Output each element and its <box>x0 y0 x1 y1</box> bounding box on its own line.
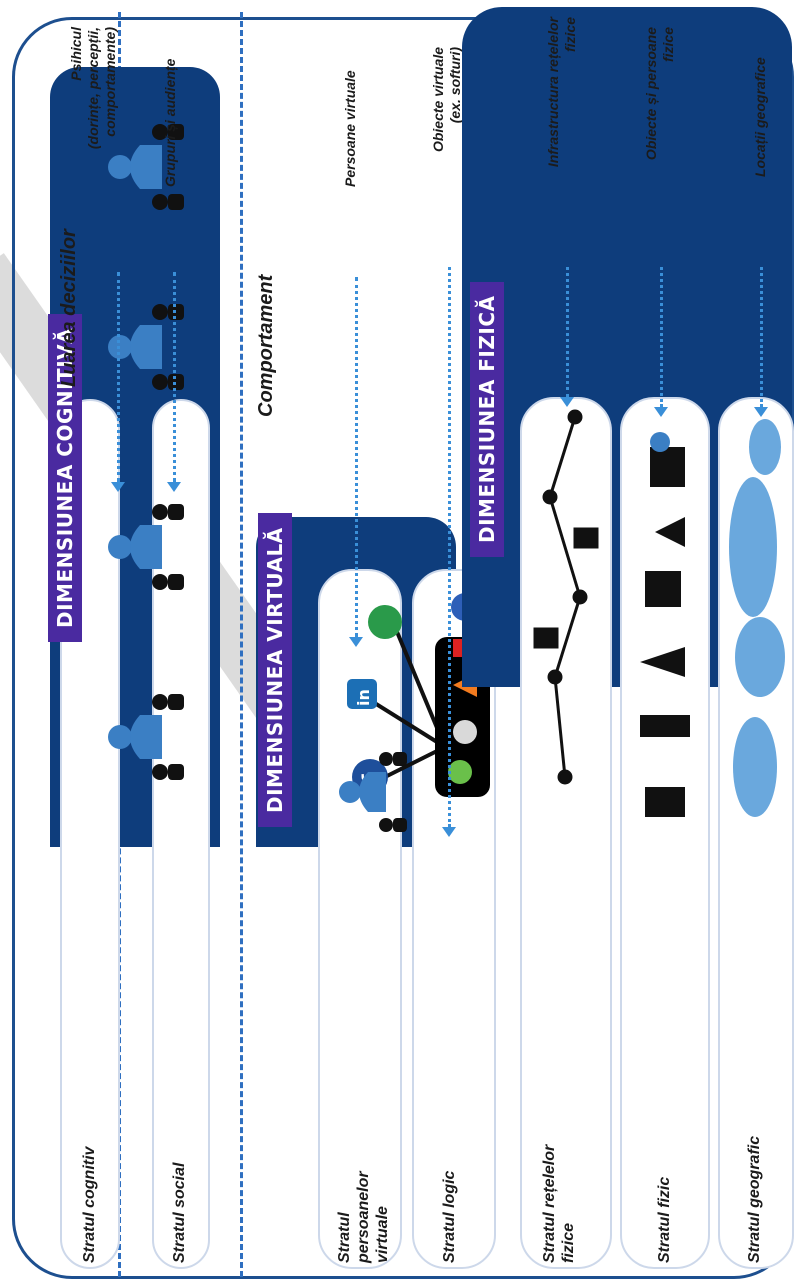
virtual-personas-layer-text: Stratul persoanelor virtuale <box>336 1171 391 1263</box>
infrastructure-text-2: fizice <box>562 17 578 53</box>
arrow-virtual-objects <box>448 267 451 827</box>
physical-objects-text-2: fizice <box>660 27 676 63</box>
arrow-locations-head <box>754 407 768 417</box>
physical-layer-label: Stratul fizic <box>656 1176 673 1263</box>
psyche-detail-2: comportamente) <box>102 27 118 137</box>
cognitive-layer-label: Stratul cognitiv <box>81 1146 98 1263</box>
psyche-detail-1: (dorințe, percepții, <box>85 27 101 150</box>
arrow-virtual-personas <box>355 277 358 637</box>
virtual-dimension-title: DIMENSIUNEA VIRTUALĂ <box>258 513 292 827</box>
logic-layer-label: Stratul logic <box>441 1170 458 1263</box>
physical-objects <box>625 417 705 837</box>
locations-label: Locații geografice <box>752 57 768 177</box>
physical-objects-label: Obiecte și persoane fizice <box>643 27 677 227</box>
infrastructure-text-1: Infrastructura rețelelor <box>545 17 561 168</box>
geographic-layer-label: Stratul geografic <box>746 1135 763 1263</box>
virtual-persona-group <box>330 737 410 847</box>
virtual-personas-label: Persoane virtuale <box>342 70 358 187</box>
physical-objects-text-1: Obiecte și persoane <box>643 27 659 161</box>
virtual-objects-text-1: Obiecte virtuale <box>430 47 446 153</box>
decision-label: Luarea deciziilor <box>58 229 80 387</box>
arrow-infrastructure-head <box>560 397 574 407</box>
physical-networks-layer-text: Stratul rețelelor fizice <box>541 1144 577 1263</box>
arrow-physical-objects <box>660 267 663 407</box>
arrow-locations <box>760 267 763 407</box>
groups-label: Grupuri și audiențe <box>162 58 178 187</box>
arrow-psyche <box>117 272 120 482</box>
audience-group-3 <box>100 287 190 407</box>
linkedin-icon: in <box>354 689 373 706</box>
virtual-objects-label: Obiecte virtuale (ex. softuri) <box>430 47 464 207</box>
social-layer-label: Stratul social <box>171 1162 188 1263</box>
network-graph <box>525 397 610 797</box>
physical-networks-layer-label: Stratul rețelelor fizice <box>540 1113 578 1263</box>
virtual-personas-layer-label: Stratul persoanelor virtuale <box>335 1123 392 1263</box>
audience-group-2 <box>100 487 190 607</box>
audience-group-4 <box>100 107 190 227</box>
behavior-label: Comportament <box>255 274 277 417</box>
arrow-groups-head <box>167 482 181 492</box>
arrow-psyche-head <box>111 482 125 492</box>
arrow-infrastructure <box>566 267 569 397</box>
psyche-text: Psihicul <box>68 27 84 81</box>
physical-dimension-title: DIMENSIUNEA FIZICĂ <box>470 281 504 557</box>
infrastructure-label: Infrastructura rețelelor fizice <box>545 17 579 227</box>
audience-group-1 <box>100 677 190 797</box>
psyche-label: Psihicul (dorințe, percepții, comportame… <box>68 27 119 187</box>
world-map <box>725 407 790 827</box>
arrow-virtual-objects-head <box>442 827 456 837</box>
divider-virtual <box>240 12 243 1277</box>
arrow-virtual-personas-head <box>349 637 363 647</box>
arrow-physical-objects-head <box>654 407 668 417</box>
arrow-groups <box>173 272 176 482</box>
